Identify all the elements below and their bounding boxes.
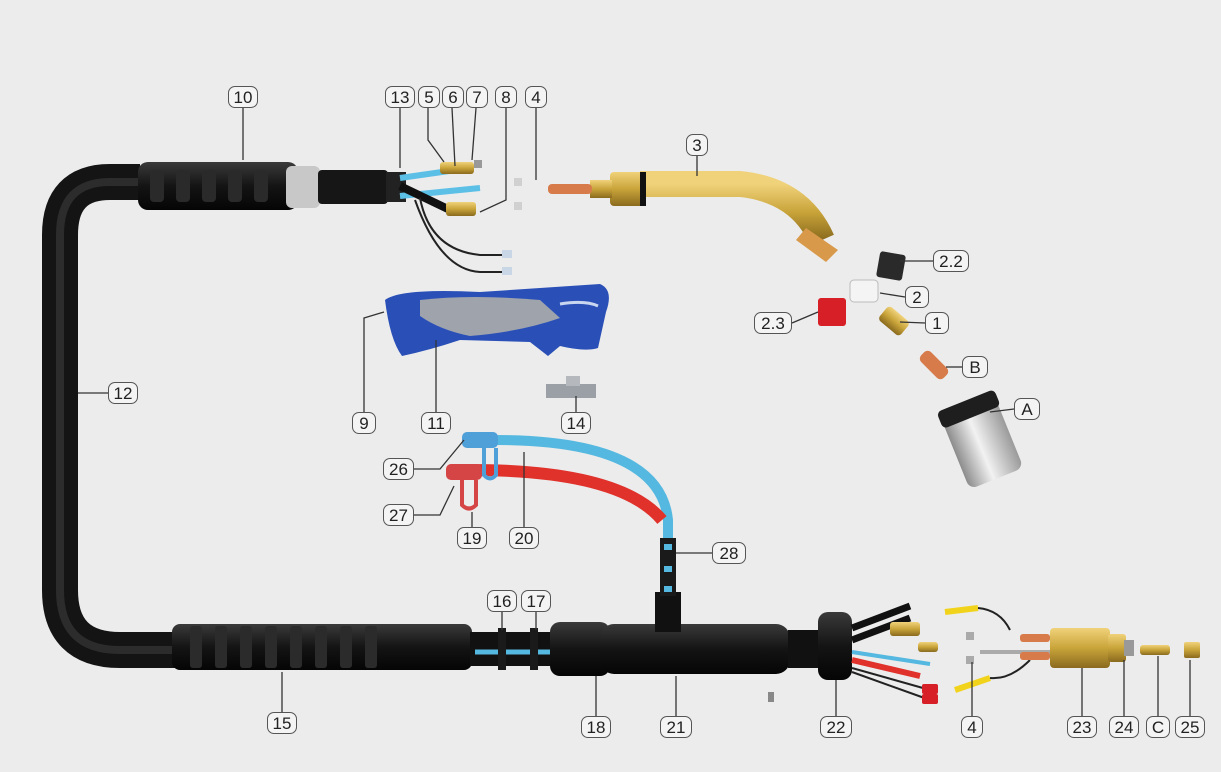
cable-hose	[42, 164, 180, 668]
callout-19: 19	[457, 527, 487, 549]
callout-8: 8	[495, 86, 517, 108]
callout-2: 2	[905, 286, 929, 308]
callout-25: 25	[1175, 716, 1205, 738]
callout-11: 11	[421, 412, 451, 434]
callout-6: 6	[442, 86, 464, 108]
callout-A: A	[1014, 398, 1040, 420]
callout-4-top: 4	[525, 86, 547, 108]
callout-17: 17	[521, 590, 551, 612]
callout-23: 23	[1067, 716, 1097, 738]
callout-13: 13	[385, 86, 415, 108]
callout-10: 10	[228, 86, 258, 108]
callout-5: 5	[418, 86, 440, 108]
callout-26: 26	[383, 458, 414, 480]
consumables	[818, 251, 1022, 488]
callout-20: 20	[509, 527, 539, 549]
callout-27: 27	[383, 504, 414, 526]
callout-B: B	[962, 356, 988, 378]
callout-24: 24	[1109, 716, 1139, 738]
swan-neck	[548, 171, 838, 262]
water-hoses	[446, 432, 673, 545]
callout-21: 21	[660, 716, 692, 738]
callout-14: 14	[561, 412, 591, 434]
callout-3: 3	[686, 134, 708, 156]
callout-22: 22	[820, 716, 852, 738]
callout-12: 12	[108, 382, 138, 404]
callout-28: 28	[712, 542, 746, 564]
top-wires	[398, 160, 522, 275]
top-strain-relief	[138, 162, 406, 210]
callout-15: 15	[267, 712, 297, 734]
leader-lines	[78, 107, 1191, 716]
clip	[546, 376, 596, 398]
callout-16: 16	[487, 590, 517, 612]
bottom-assembly	[172, 538, 1200, 704]
callout-18: 18	[581, 716, 611, 738]
handle	[385, 284, 609, 356]
callout-2-2: 2.2	[933, 250, 969, 272]
callout-C: C	[1146, 716, 1170, 738]
callout-9: 9	[352, 412, 376, 434]
callout-2-3: 2.3	[754, 312, 792, 334]
cable-highlight	[56, 178, 180, 654]
callout-4-bottom: 4	[961, 716, 983, 738]
callout-1: 1	[925, 312, 949, 334]
callout-7: 7	[466, 86, 488, 108]
